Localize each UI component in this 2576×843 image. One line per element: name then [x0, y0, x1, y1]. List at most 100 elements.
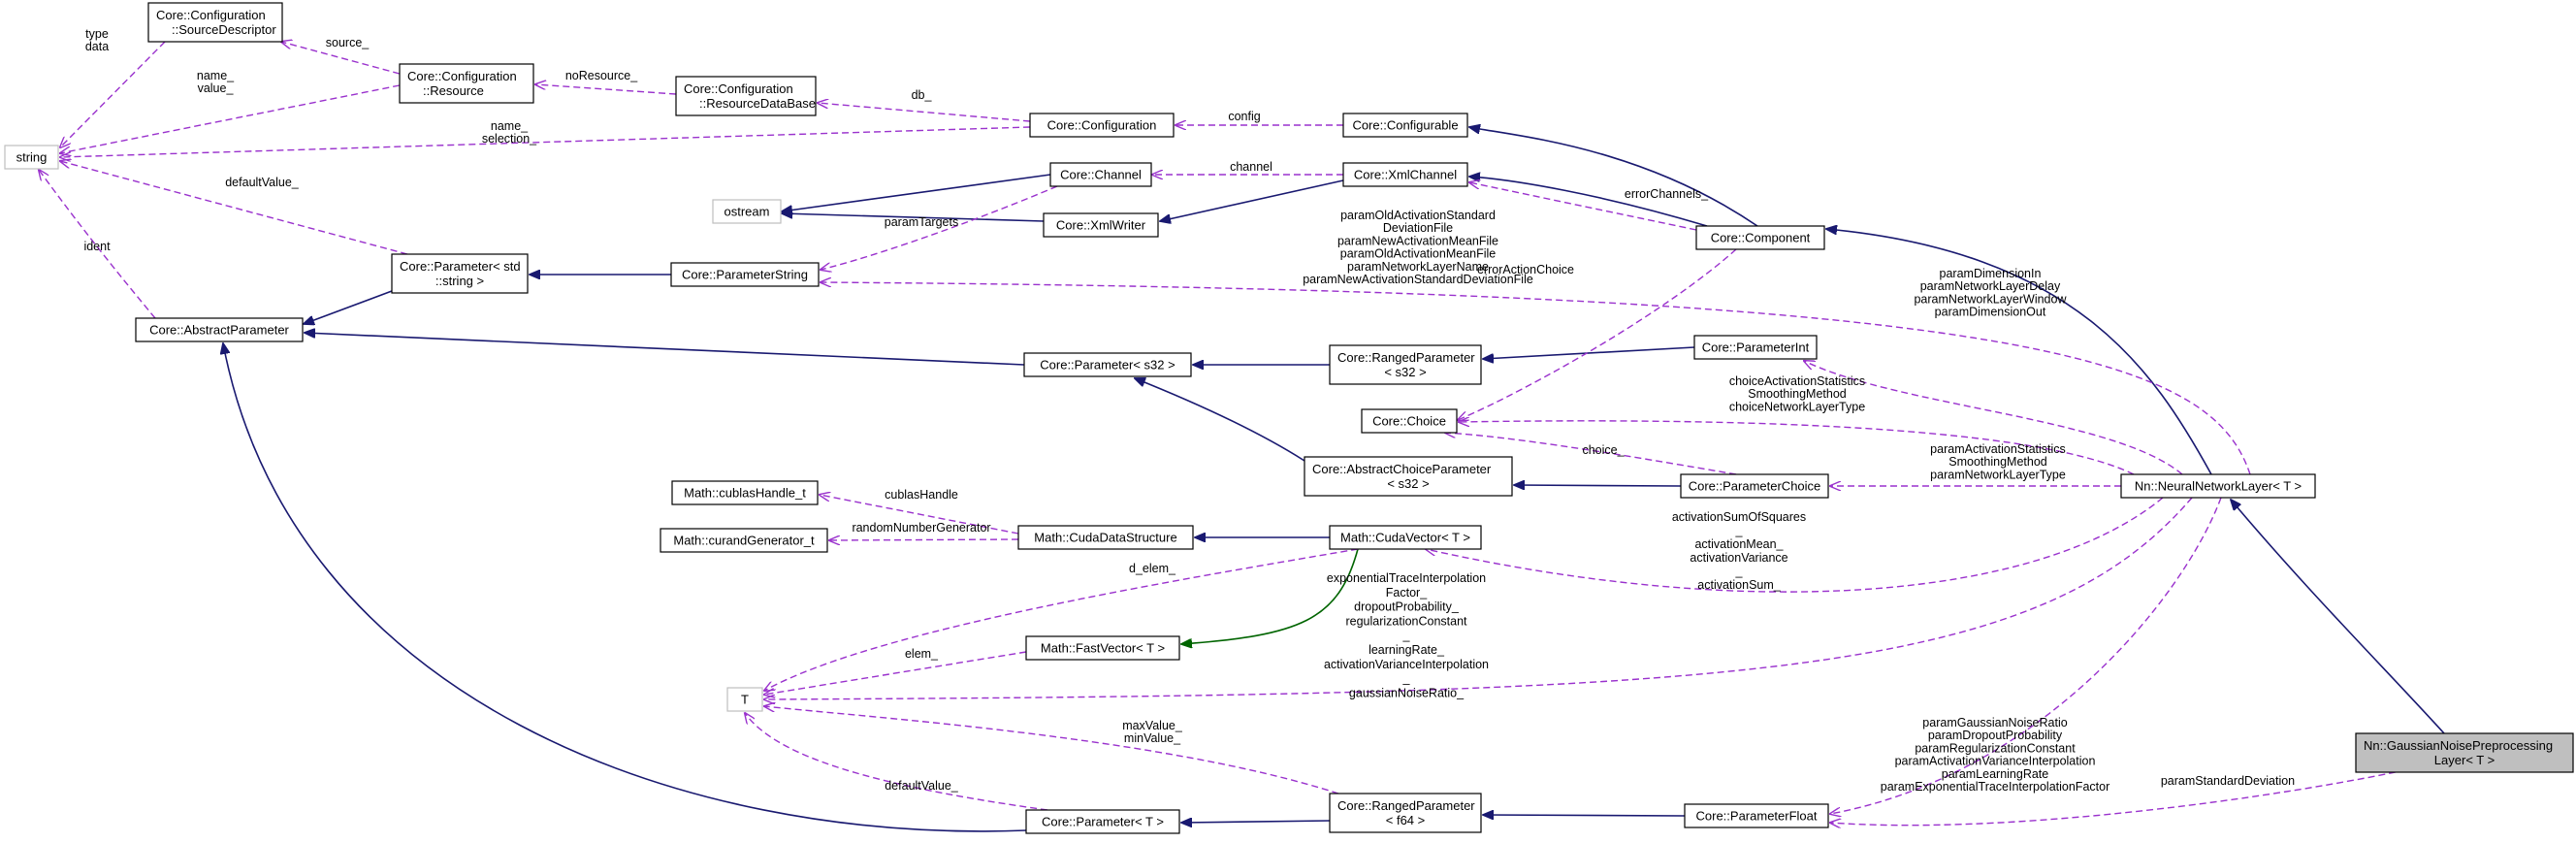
class-node-label-line: Core::Parameter< s32 >: [1040, 358, 1175, 373]
class-node-param-T[interactable]: Core::Parameter< T >: [1025, 809, 1180, 834]
edge-label-line: paramDimensionOut: [1935, 306, 2046, 319]
edge-label-line: exponentialTraceInterpolation: [1327, 571, 1486, 585]
class-node-resdb[interactable]: Core::Configuration::ResourceDataBase: [675, 76, 817, 116]
edge-label-line: data: [85, 40, 109, 53]
class-node-label: Core::Configurable: [1352, 118, 1458, 133]
class-node-channel[interactable]: Core::Channel: [1049, 162, 1152, 187]
class-node-label: Core::ParameterInt: [1702, 340, 1810, 355]
class-node-xmlwriter[interactable]: Core::XmlWriter: [1043, 212, 1159, 238]
usage-edge: [60, 161, 408, 255]
class-node-ranged-s32[interactable]: Core::RangedParameter< s32 >: [1329, 344, 1482, 385]
class-node-resource[interactable]: Core::Configuration::Resource: [399, 63, 534, 104]
edge-label-channel: channel: [1230, 160, 1272, 174]
class-node-param-string[interactable]: Core::ParameterString: [670, 262, 820, 287]
edge-label-db: db_: [912, 88, 933, 102]
template-instance-edge: [1181, 548, 1359, 644]
class-node-string[interactable]: string: [4, 145, 59, 170]
class-node-label: string: [16, 150, 48, 165]
class-node-src-desc[interactable]: Core::Configuration::SourceDescriptor: [147, 2, 283, 43]
inheritance-edge: [782, 174, 1051, 211]
usage-edge: [818, 103, 1031, 122]
class-node-box: [1329, 525, 1482, 550]
class-node-configuration[interactable]: Core::Configuration: [1029, 113, 1175, 138]
edge-label-defaultvalue-str: defaultValue_: [225, 176, 300, 189]
edge-label-line: selection_: [482, 132, 537, 146]
edge-label-line: paramOldActivationMeanFile: [1340, 247, 1497, 261]
edge-label-line: paramNetworkLayerType: [1930, 468, 2066, 481]
class-node-nnlayer[interactable]: Nn::NeuralNetworkLayer< T >: [2120, 473, 2316, 499]
class-node-label-line: Core::ParameterFloat: [1696, 809, 1818, 824]
class-node-param-choice[interactable]: Core::ParameterChoice: [1680, 473, 1829, 499]
class-node-ranged-f64[interactable]: Core::RangedParameter< f64 >: [1329, 793, 1482, 833]
class-node-box: [1329, 793, 1482, 833]
edge-label-line: Factor_: [1386, 586, 1428, 600]
class-node-xmlchannel[interactable]: Core::XmlChannel: [1342, 162, 1468, 187]
edge-label-line: regularizationConstant: [1345, 614, 1467, 628]
class-node-box: [670, 262, 820, 287]
class-node-label-line: Core::Configuration: [156, 8, 266, 22]
class-node-box: [671, 480, 819, 505]
edge-label-line: dropoutProbability_: [1354, 600, 1460, 614]
class-node-box: [1025, 809, 1180, 834]
usage-edge: [1458, 248, 1737, 420]
usage-edge: [764, 651, 1027, 695]
edge-label-line: _: [1735, 524, 1744, 537]
edge-label-line: paramNetworkLayerName: [1347, 260, 1489, 274]
class-node-label-line: Core::Configurable: [1352, 118, 1458, 133]
class-node-curand[interactable]: Math::curandGenerator_t: [660, 528, 828, 553]
edge-label-line: d_elem_: [1129, 562, 1176, 575]
class-node-param-float[interactable]: Core::ParameterFloat: [1684, 803, 1829, 828]
class-node-T[interactable]: T: [726, 687, 763, 712]
edge-label-line: noResource_: [565, 69, 638, 82]
usage-edge: [1830, 497, 2222, 814]
class-node-label-line: Core::Configuration: [1047, 118, 1157, 133]
class-node-label-line: Math::FastVector< T >: [1041, 641, 1165, 656]
edge-label-line: paramDimensionIn: [1940, 267, 2042, 280]
class-node-cublas[interactable]: Math::cublasHandle_t: [671, 480, 819, 505]
class-node-fastvec[interactable]: Math::FastVector< T >: [1025, 635, 1180, 661]
class-node-choice[interactable]: Core::Choice: [1361, 408, 1458, 434]
class-node-label: Core::XmlChannel: [1354, 168, 1457, 182]
edge-label-line: paramNetworkLayerDelay: [1920, 279, 2061, 293]
class-node-box: [1342, 113, 1468, 138]
edge-label-name-selection: name_selection_: [482, 119, 537, 146]
class-node-abs-choice[interactable]: Core::AbstractChoiceParameter< s32 >: [1304, 456, 1513, 497]
class-node-param-s32[interactable]: Core::Parameter< s32 >: [1023, 352, 1192, 377]
edge-label-line: config: [1228, 110, 1260, 123]
usage-edge: [820, 495, 1019, 535]
edge-label-line: paramNetworkLayerWindow: [1914, 292, 2067, 306]
class-node-label-line: Core::ParameterInt: [1702, 340, 1810, 355]
class-node-label-line: Core::Component: [1711, 231, 1811, 245]
edge-label-line: activationSum_: [1697, 578, 1782, 592]
class-node-label-line: Core::Parameter< std: [400, 259, 521, 274]
class-node-abstract-param[interactable]: Core::AbstractParameter: [135, 317, 304, 342]
class-node-param-std-string[interactable]: Core::Parameter< std::string >: [391, 253, 529, 294]
class-node-param-int[interactable]: Core::ParameterInt: [1693, 335, 1818, 360]
class-node-label-line: Core::Configuration: [407, 69, 517, 83]
edge-label-line: name_: [491, 119, 529, 133]
class-node-label-line: ::ResourceDataBase: [699, 96, 816, 111]
class-node-label-line: Core::AbstractChoiceParameter: [1312, 462, 1492, 476]
nodes: string Core::Configuration::SourceDescrip…: [4, 2, 2574, 834]
class-node-label-line: Core::ParameterChoice: [1689, 479, 1821, 494]
class-node-component[interactable]: Core::Component: [1695, 225, 1825, 250]
class-node-cudavec[interactable]: Math::CudaVector< T >: [1329, 525, 1482, 550]
class-node-label: Nn::NeuralNetworkLayer< T >: [2135, 479, 2302, 494]
class-node-configurable[interactable]: Core::Configurable: [1342, 113, 1468, 138]
class-node-ostream[interactable]: ostream: [712, 199, 782, 224]
edge-label-elem: elem_: [905, 647, 939, 661]
usage-edge: [829, 539, 1019, 540]
edge-label-line: paramTargets: [885, 215, 958, 229]
class-node-label: Core::XmlWriter: [1056, 218, 1146, 233]
edge-label-line: source_: [326, 36, 370, 49]
edge-label-line: paramDropoutProbability: [1928, 729, 2063, 742]
usage-edge: [1459, 421, 2135, 475]
class-node-cudads[interactable]: Math::CudaDataStructure: [1017, 525, 1194, 550]
edge-label-line: paramNewActivationStandardDeviationFile: [1303, 273, 1533, 286]
class-node-label-line: Nn::NeuralNetworkLayer< T >: [2135, 479, 2302, 494]
class-node-label-line: Core::Channel: [1060, 168, 1142, 182]
